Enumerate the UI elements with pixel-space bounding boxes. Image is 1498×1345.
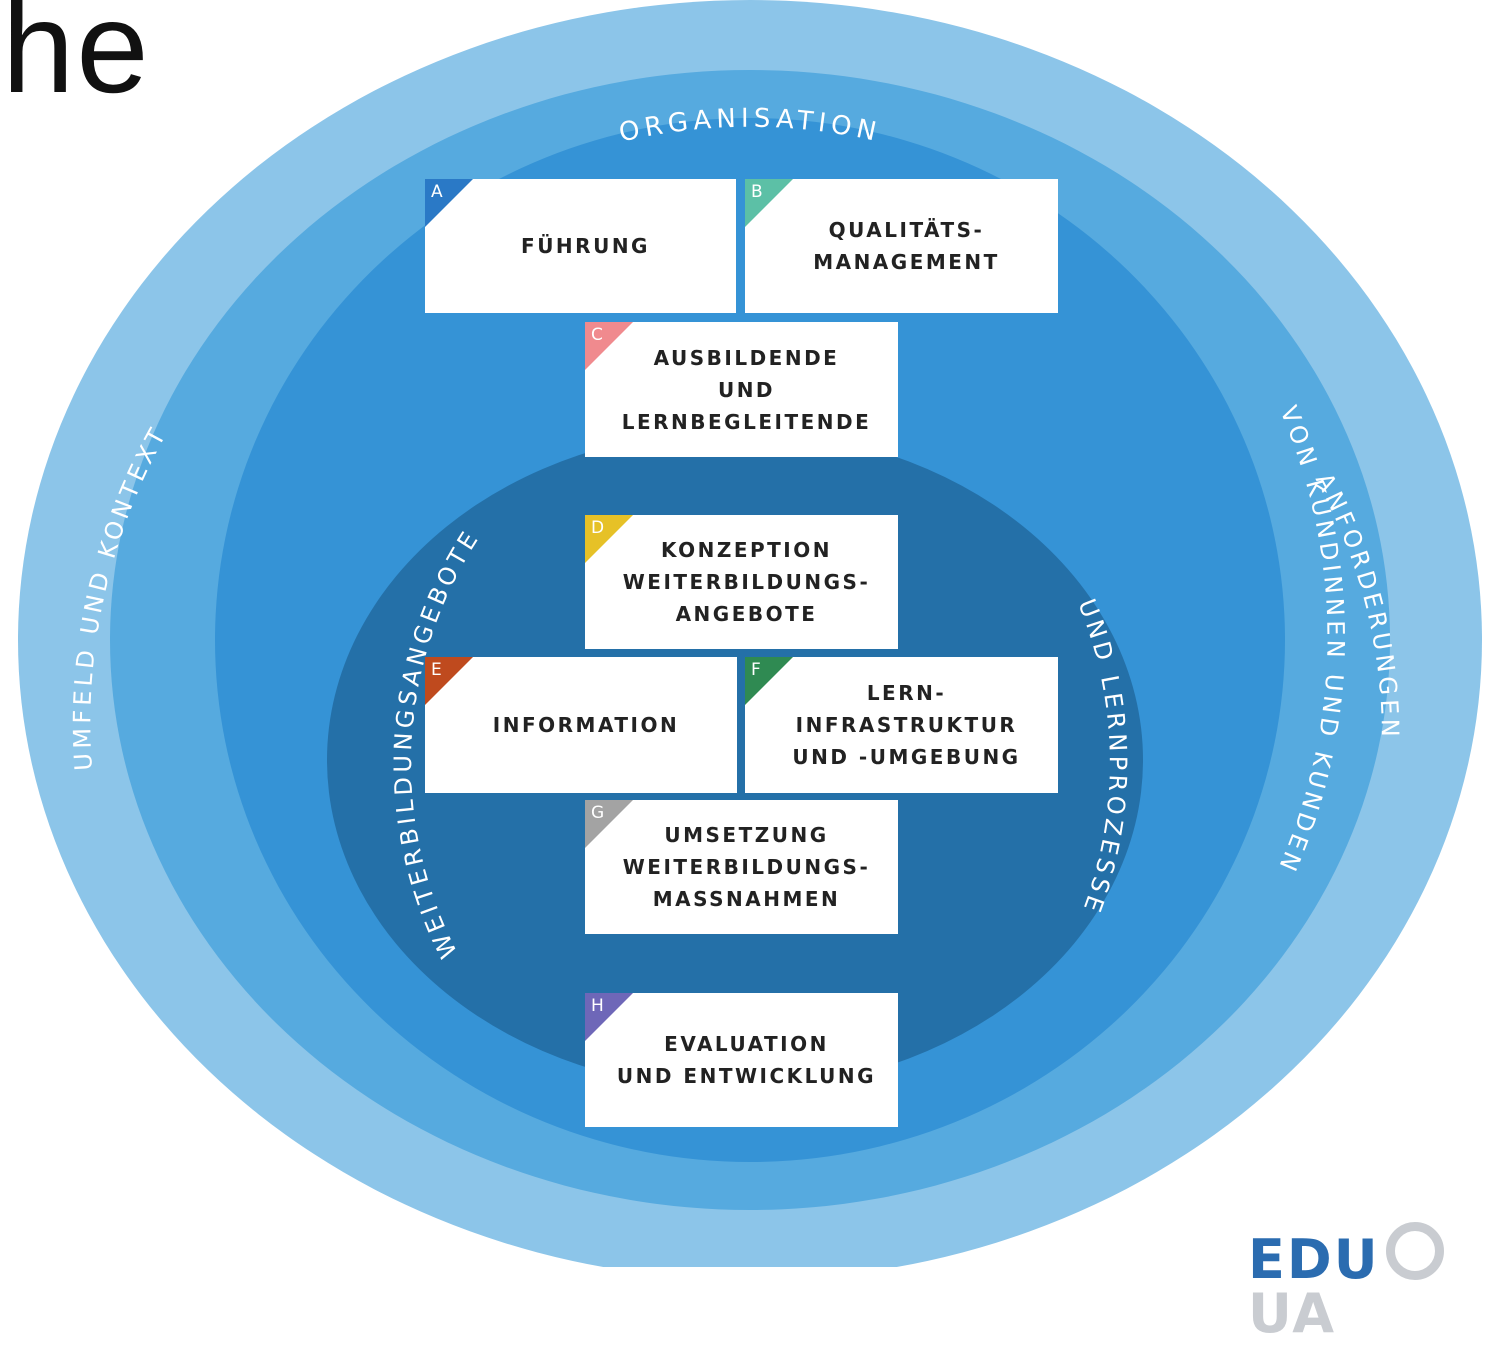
- corner-marker-b: [745, 179, 793, 227]
- box-label-h: EVALUATION UND ENTWICKLUNG: [616, 1032, 877, 1088]
- corner-marker-e: [425, 657, 473, 705]
- corner-marker-d: [585, 515, 633, 563]
- corner-marker-h: [585, 993, 633, 1041]
- box-ausbildende: C AUSBILDENDE UND LERNBEGLEITENDE: [585, 322, 898, 457]
- box-letter-e: E: [431, 660, 442, 680]
- box-letter-g: G: [591, 803, 605, 823]
- box-label-e: INFORMATION: [492, 713, 680, 737]
- box-konzeption: D KONZEPTION WEITERBILDUNGS- ANGEBOTE: [585, 515, 898, 649]
- corner-marker-c: [585, 322, 633, 370]
- box-label-a: FÜHRUNG: [521, 234, 650, 258]
- box-label-f: LERN- INFRASTRUKTUR UND -UMGEBUNG: [792, 681, 1021, 769]
- box-letter-f: F: [751, 660, 761, 680]
- box-information: E INFORMATION: [425, 657, 737, 793]
- box-lerninfrastruktur: F LERN- INFRASTRUKTUR UND -UMGEBUNG: [745, 657, 1058, 793]
- logo-circle-icon: [1385, 1222, 1444, 1280]
- box-label-d: KONZEPTION WEITERBILDUNGS- ANGEBOTE: [622, 538, 871, 626]
- box-letter-c: C: [591, 325, 603, 345]
- box-letter-a: A: [431, 182, 443, 202]
- box-umsetzung: G UMSETZUNG WEITERBILDUNGS- MASSNAHMEN: [585, 800, 898, 934]
- eduqua-logo: EDUUA: [1248, 1222, 1498, 1341]
- box-evaluation: H EVALUATION UND ENTWICKLUNG: [585, 993, 898, 1127]
- box-letter-d: D: [591, 518, 605, 538]
- corner-marker-f: [745, 657, 793, 705]
- box-letter-h: H: [591, 996, 604, 1016]
- box-qualitaetsmanagement: B QUALITÄTS- MANAGEMENT: [745, 179, 1058, 313]
- header-text-fragment: he: [2, 0, 151, 120]
- corner-marker-g: [585, 800, 633, 848]
- box-label-c: AUSBILDENDE UND LERNBEGLEITENDE: [621, 345, 872, 434]
- box-label-b: QUALITÄTS- MANAGEMENT: [813, 218, 1000, 274]
- box-fuehrung: A FÜHRUNG: [425, 179, 736, 313]
- corner-marker-a: [425, 179, 473, 227]
- box-label-g: UMSETZUNG WEITERBILDUNGS- MASSNAHMEN: [622, 823, 871, 911]
- logo-text-part2: UA: [1248, 1282, 1336, 1345]
- box-letter-b: B: [751, 182, 763, 202]
